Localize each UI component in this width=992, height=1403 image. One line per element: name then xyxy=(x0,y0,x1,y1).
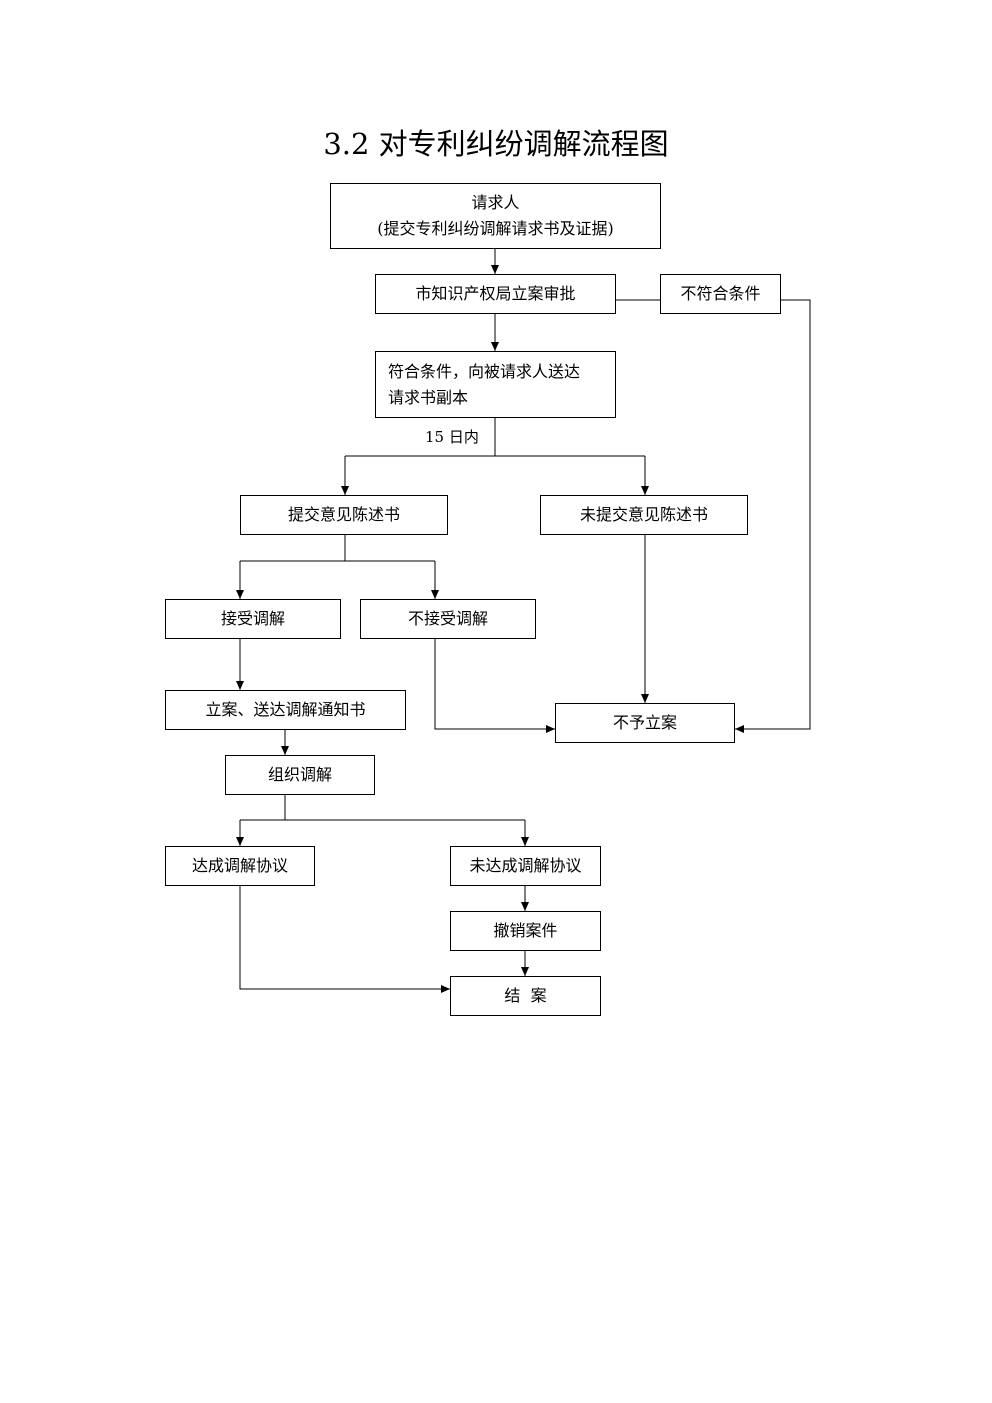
node-close-label: 结 案 xyxy=(504,986,547,1005)
page-title: 3.2 对专利纠纷调解流程图 xyxy=(323,127,669,161)
node-approval-label: 市知识产权局立案审批 xyxy=(415,284,576,303)
node-organize-label: 组织调解 xyxy=(267,765,332,784)
node-reject-mediation: 不接受调解 xyxy=(360,599,536,639)
node-not-filed: 不予立案 xyxy=(555,703,735,743)
node-qualified: 符合条件，向被请求人送达 请求书副本 xyxy=(375,351,616,418)
node-organize: 组织调解 xyxy=(225,755,375,795)
node-submit-statement: 提交意见陈述书 xyxy=(240,495,448,535)
arrow-reject-to-not-filed xyxy=(434,638,555,733)
node-not-qualified-label: 不符合条件 xyxy=(680,284,761,303)
node-submit-statement-label: 提交意见陈述书 xyxy=(287,505,400,524)
node-reject-mediation-label: 不接受调解 xyxy=(407,609,488,628)
arrow-not-qualified-to-not-filed xyxy=(735,299,811,733)
node-accept-mediation-label: 接受调解 xyxy=(220,609,285,628)
node-agreement: 达成调解协议 xyxy=(165,846,315,886)
node-no-statement-label: 未提交意见陈述书 xyxy=(579,505,708,524)
node-agreement-label: 达成调解协议 xyxy=(191,856,288,875)
node-approval: 市知识产权局立案审批 xyxy=(375,274,616,314)
node-accept-mediation: 接受调解 xyxy=(165,599,341,639)
node-requester-line1: 请求人 xyxy=(471,193,520,212)
node-file-notify: 立案、送达调解通知书 xyxy=(165,690,406,730)
node-requester: 请求人 (提交专利纠纷调解请求书及证据) xyxy=(330,183,661,249)
node-file-notify-label: 立案、送达调解通知书 xyxy=(205,700,366,719)
node-withdraw: 撤销案件 xyxy=(450,911,601,951)
node-not-qualified: 不符合条件 xyxy=(660,274,781,314)
node-not-filed-label: 不予立案 xyxy=(612,713,677,732)
node-close: 结 案 xyxy=(450,976,601,1016)
node-no-agreement-label: 未达成调解协议 xyxy=(469,856,582,875)
node-qualified-line1: 符合条件，向被请求人送达 xyxy=(388,361,581,381)
arrow-agreement-to-close xyxy=(239,885,450,993)
node-requester-line2: (提交专利纠纷调解请求书及证据) xyxy=(377,219,614,238)
node-no-agreement: 未达成调解协议 xyxy=(450,846,601,886)
node-no-statement: 未提交意见陈述书 xyxy=(540,495,748,535)
label-within-15-days: 15 日内 xyxy=(425,428,479,446)
node-withdraw-label: 撤销案件 xyxy=(493,921,558,940)
node-qualified-line2: 请求书副本 xyxy=(388,387,469,407)
